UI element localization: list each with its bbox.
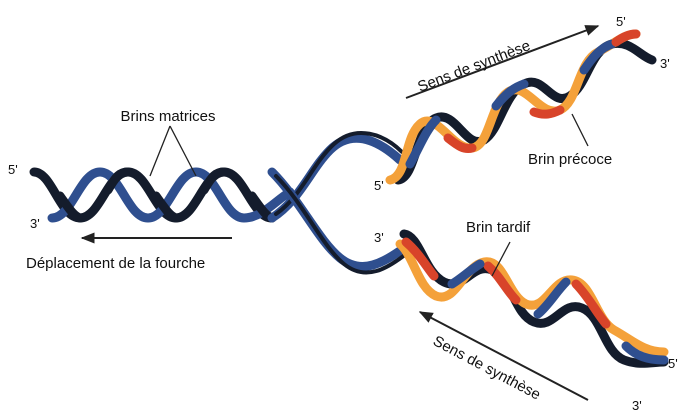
leading-strand-label: Brin précoce: [528, 151, 612, 168]
upper-parental-strand: [398, 43, 652, 180]
bottom-5prime-right-label: 5': [668, 356, 678, 371]
fork-movement-label: Déplacement de la fourche: [26, 255, 205, 272]
top-5prime-left-label: 5': [374, 178, 384, 193]
fork-arms: [272, 133, 406, 273]
template-strands-pointers: [150, 126, 196, 176]
lower-template-arm: [272, 172, 404, 267]
lagging-strand-label: Brin tardif: [466, 219, 531, 236]
lower-red-front: [406, 242, 606, 324]
top-3prime-right-label: 3': [660, 56, 670, 71]
left-3prime-label: 3': [30, 216, 40, 231]
leading-strand-pointer: [572, 114, 588, 146]
bottom-3prime-right-label: 3': [632, 398, 642, 413]
top-5prime-right-label: 5': [616, 14, 626, 29]
bottom-3prime-left-label: 3': [374, 230, 384, 245]
template-strands-label: Brins matrices: [120, 108, 215, 125]
parental-helix: [34, 172, 290, 218]
left-5prime-label: 5': [8, 162, 18, 177]
